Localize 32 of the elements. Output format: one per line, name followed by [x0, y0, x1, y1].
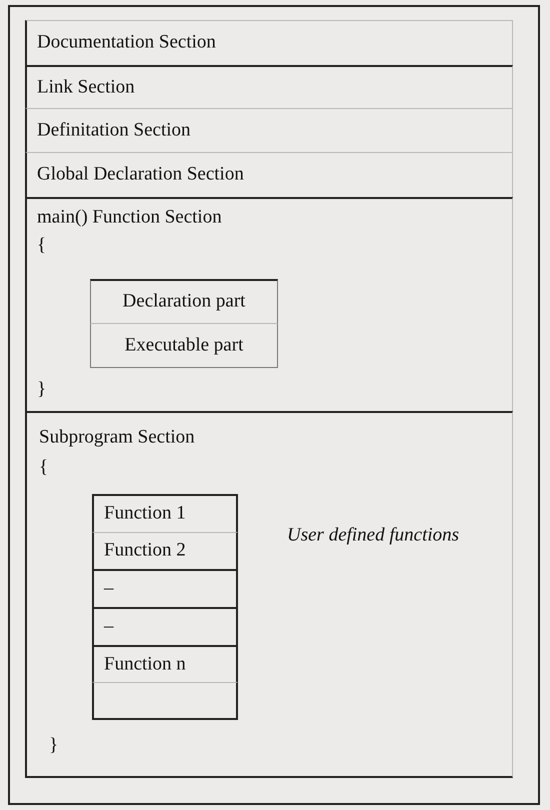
part-label: Executable part [124, 335, 244, 356]
function-label: Function 1 [104, 504, 186, 524]
section-box [25, 108, 513, 152]
function-label: Function 2 [104, 540, 186, 562]
brace: } [49, 736, 58, 756]
section-box [25, 20, 513, 65]
function-label: – [104, 578, 114, 600]
annotation: User defined functions [287, 526, 460, 546]
section-heading: Definitation Section [37, 120, 191, 141]
function-label: Function n [104, 654, 186, 675]
function-row [92, 532, 238, 569]
section-heading: main() Function Section [37, 208, 222, 228]
brace: } [37, 380, 46, 400]
section-box [25, 65, 513, 108]
section-heading: Subprogram Section [39, 428, 195, 448]
section-heading: Documentation Section [37, 32, 216, 54]
function-row [92, 607, 238, 645]
function-row [92, 645, 238, 682]
section-box [25, 411, 513, 778]
section-heading: Global Declaration Section [37, 164, 244, 186]
part-label: Declaration part [122, 292, 246, 312]
function-row [92, 494, 238, 532]
function-row [92, 569, 238, 607]
brace: { [39, 458, 48, 478]
brace: { [37, 236, 46, 256]
section-box [25, 197, 513, 411]
part-box [90, 324, 278, 368]
section-box [25, 152, 513, 197]
function-label: – [104, 616, 114, 638]
function-row [92, 682, 238, 720]
section-heading: Link Section [37, 77, 135, 98]
part-box [90, 279, 278, 324]
